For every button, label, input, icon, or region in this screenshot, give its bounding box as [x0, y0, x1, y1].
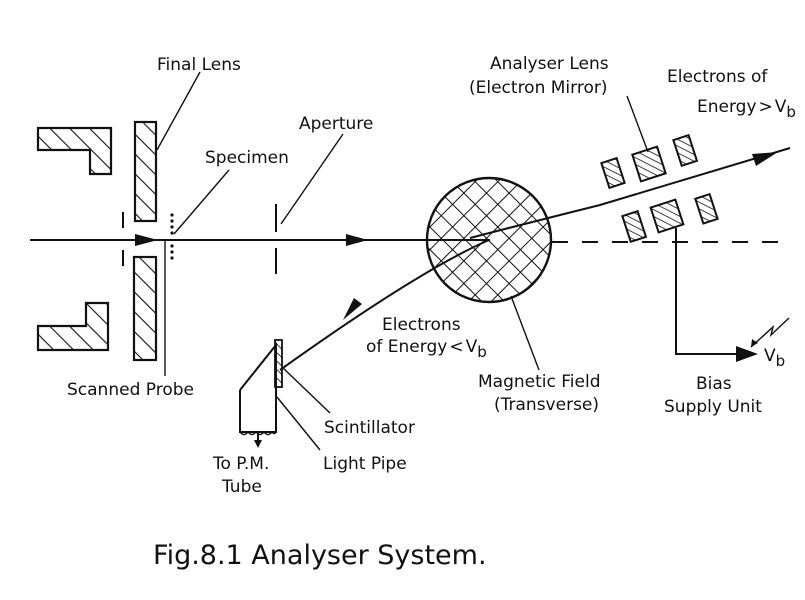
- label-bias: Bias: [696, 374, 732, 394]
- energy-word: Energy: [697, 97, 757, 117]
- leader-final-lens: [156, 71, 201, 151]
- label-scanned-probe: Scanned Probe: [67, 380, 194, 400]
- label-electrons-high-2: Energy>Vb: [697, 97, 796, 121]
- leader-light-pipe: [276, 396, 321, 451]
- analyser-lens: [600, 133, 719, 244]
- final-lens-upper: [133, 120, 158, 223]
- light-pipe: [239, 342, 277, 448]
- label-supply-unit: Supply Unit: [664, 397, 762, 417]
- magnetic-field: [425, 176, 553, 304]
- svg-text:of Energy<Vb: of Energy<Vb: [366, 337, 487, 361]
- scintillator: [274, 339, 283, 388]
- leader-aperture: [280, 133, 344, 225]
- label-vb: Vb: [764, 346, 785, 370]
- lower-pole-piece: [36, 301, 110, 352]
- label-electron-mirror: (Electron Mirror): [469, 78, 607, 98]
- label-magnetic-field: Magnetic Field: [478, 372, 601, 392]
- low-energy-arrow: [343, 298, 362, 320]
- svg-text:Vb: Vb: [764, 346, 785, 370]
- high-energy-beam: [469, 147, 791, 239]
- high-energy-arrow: [752, 152, 778, 166]
- label-aperture: Aperture: [299, 114, 373, 134]
- bias-lightning: [750, 317, 790, 348]
- label-specimen: Specimen: [205, 148, 289, 168]
- label-analyser-lens: Analyser Lens: [490, 54, 609, 74]
- label-final-lens: Final Lens: [157, 55, 241, 75]
- label-electrons-low-2: of Energy<Vb: [366, 337, 487, 361]
- label-to-pm: To P.M.: [212, 454, 269, 474]
- energy-word-low: of Energy: [366, 337, 447, 357]
- leader-analyser-lens: [626, 95, 649, 153]
- figure-caption: Fig.8.1 Analyser System.: [153, 540, 487, 571]
- bias-arrow: [736, 346, 758, 362]
- bias-wire: [675, 228, 740, 355]
- leader-specimen: [173, 169, 230, 235]
- leader-scintillator: [281, 366, 331, 414]
- vb-symbol-low: V: [466, 337, 478, 357]
- label-electrons-high-1: Electrons of: [667, 67, 768, 87]
- upper-pole-piece: [36, 126, 113, 176]
- low-energy-beam: [279, 239, 490, 371]
- label-scintillator: Scintillator: [324, 418, 415, 438]
- specimen-marks: [170, 213, 174, 260]
- svg-text:Energy>Vb: Energy>Vb: [697, 97, 796, 121]
- final-lens-lower: [132, 255, 158, 362]
- vb-subscript: b: [786, 103, 796, 121]
- label-transverse: (Transverse): [494, 395, 599, 415]
- vb-subscript-low: b: [477, 343, 487, 361]
- beam-arrow-2: [346, 234, 368, 246]
- vb-main: V: [764, 346, 776, 366]
- leader-magnetic-field: [510, 295, 540, 371]
- vb-sub: b: [776, 352, 786, 370]
- bias-lightning-tip: [751, 339, 758, 347]
- label-tube: Tube: [221, 477, 262, 497]
- greater-than-symbol: >: [759, 97, 773, 117]
- label-electrons-low-1: Electrons: [382, 315, 461, 335]
- vb-symbol: V: [775, 97, 787, 117]
- label-light-pipe: Light Pipe: [323, 454, 407, 474]
- less-than-symbol: <: [449, 337, 463, 357]
- beam-arrow-1: [135, 234, 158, 246]
